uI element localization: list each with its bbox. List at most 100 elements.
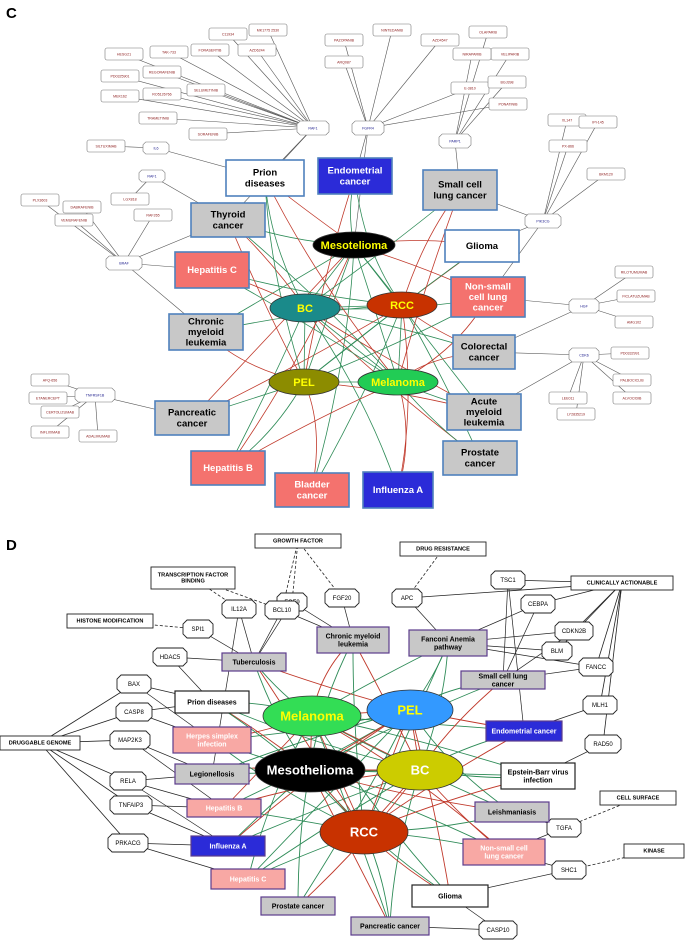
drug-box — [142, 65, 182, 79]
drug-node: RAF265 — [133, 208, 173, 222]
category-label: DRUGGABLE GENOME — [9, 741, 72, 747]
drug-node: AZD6244 — [237, 43, 277, 57]
disease-box — [362, 471, 434, 509]
hub-disease-edge — [363, 642, 449, 833]
drug-gene-edge — [575, 354, 585, 415]
category-box — [254, 533, 342, 549]
gene-octagon — [115, 702, 153, 722]
gene-octagon — [109, 771, 147, 791]
disease-node-hepb: Hepatitis B — [186, 798, 262, 818]
gene-label: BAX — [128, 682, 140, 688]
drug-gene-edge — [367, 103, 509, 129]
hub-node-pel: PEL — [366, 689, 454, 731]
disease-node-flu: Influenza A — [362, 471, 434, 509]
gene-octagon — [578, 657, 614, 677]
drug-box — [612, 373, 652, 387]
disease-label: Influenza A — [209, 843, 246, 850]
gene-label: MLH1 — [592, 703, 609, 709]
gene-label: CDK6 — [579, 353, 589, 357]
gene-octagon — [351, 120, 385, 136]
disease-label: Influenza A — [373, 485, 423, 496]
drug-label: TRAMETINIB — [147, 116, 169, 120]
hub-disease-edge — [264, 177, 305, 383]
hub-ellipse — [269, 293, 341, 323]
gene-octagon — [551, 860, 587, 880]
disease-label: Leishmaniasis — [488, 809, 536, 816]
drug-box — [420, 33, 460, 47]
disease-box — [452, 334, 516, 370]
drug-label: VELIPARIB — [501, 52, 520, 56]
drug-box — [30, 373, 70, 387]
disease-label: Pancreatic cancer — [360, 923, 420, 930]
drug-gene-edge — [542, 173, 607, 222]
drug-node: TAK-733 — [149, 45, 189, 59]
category-node-druggable: DRUGGABLE GENOME — [0, 735, 81, 751]
disease-box — [186, 798, 262, 818]
category-label: CLINICALLY ACTIONABLE — [587, 581, 658, 587]
category-box — [599, 790, 677, 806]
drug-label: BGJ398 — [501, 80, 514, 84]
drug-box — [548, 139, 588, 153]
disease-node-endo: Endometrial cancer — [485, 720, 563, 742]
hub-label: PEL — [293, 377, 315, 389]
category-edge — [297, 540, 343, 599]
disease-box — [174, 251, 250, 289]
drug-node: ARQ087 — [324, 55, 364, 69]
drug-box — [20, 193, 60, 207]
disease-label: Tuberculosis — [232, 659, 275, 666]
gene-node-blm: BLM — [541, 641, 573, 661]
hub-disease-edge — [191, 244, 355, 419]
hub-ellipse — [254, 747, 366, 793]
disease-box — [316, 626, 390, 654]
hub-node-meso: Mesothelioma — [254, 747, 366, 793]
drug-node: PD0332991 — [610, 346, 650, 360]
drug-node: VEMURAFENIB — [54, 213, 94, 227]
drug-node: SORAFENIB — [188, 127, 228, 141]
drug-gene-edge — [454, 81, 508, 142]
drug-label: ALVOCIDIB — [623, 396, 643, 400]
disease-box — [225, 159, 305, 197]
category-edge — [291, 540, 299, 603]
gene-octagon — [107, 833, 149, 853]
drug-box — [324, 33, 364, 47]
disease-node-flu: Influenza A — [190, 835, 266, 857]
gene-node-tnfaip3: TNFAIP3 — [109, 795, 153, 815]
disease-node-tb: Tuberculosis — [221, 652, 287, 672]
gene-label: FGF20 — [333, 596, 352, 602]
hub-ellipse — [319, 809, 409, 855]
drug-label: ARQ087 — [337, 60, 351, 64]
gene-octagon — [116, 674, 152, 694]
disease-box — [190, 835, 266, 857]
gene-node-bax: BAX — [116, 674, 152, 694]
drug-label: E-3810 — [464, 86, 476, 90]
drug-gene-edge — [256, 49, 314, 129]
drug-node: REGORAFENIB — [142, 65, 182, 79]
drug-box — [186, 83, 226, 97]
gene-label: TSC1 — [500, 578, 516, 584]
hub-label: Melanoma — [371, 377, 426, 389]
gene-node: PARP1 — [438, 133, 472, 149]
category-node-growth: GROWTH FACTOR — [254, 533, 342, 549]
disease-box — [446, 393, 522, 431]
drug-node: NIRAPARIB — [452, 47, 492, 61]
drug-box — [237, 43, 277, 57]
gene-node-spi1: SPI1 — [182, 619, 214, 639]
gene-octagon — [142, 141, 170, 155]
drug-box — [138, 111, 178, 125]
drug-box — [110, 192, 150, 206]
gene-label: RELA — [120, 779, 136, 785]
disease-label: Hepatitis C — [187, 265, 237, 276]
category-node-histone: HISTONE MODIFICATION — [66, 613, 154, 629]
hub-node-bc: BC — [376, 749, 464, 791]
